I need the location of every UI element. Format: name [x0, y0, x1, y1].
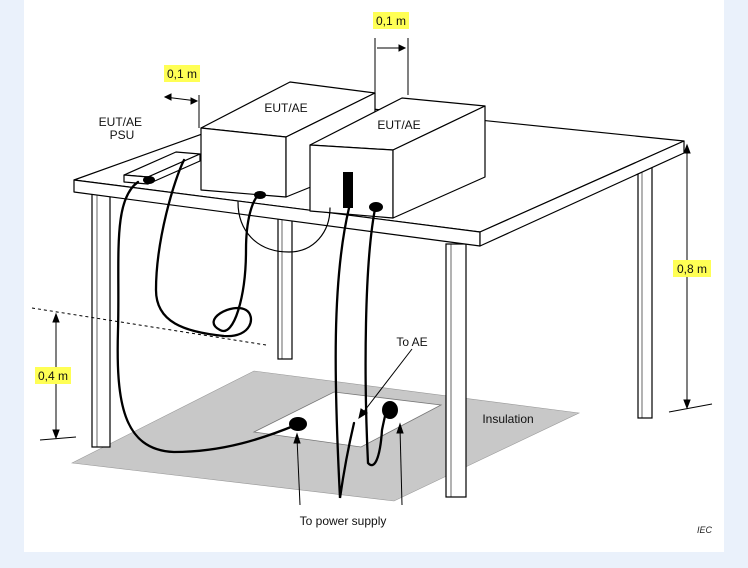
plug-left — [143, 176, 155, 184]
plug-eut-right — [369, 202, 383, 212]
dim-top-right-highlight — [373, 12, 409, 29]
table-leg-back-right — [637, 165, 653, 419]
psu-label: EUT/AE PSU — [99, 115, 146, 142]
test-setup-diagram: 0,1 m 0,1 m 0,8 m 0,4 m EUT/AE PSU — [31, 12, 713, 535]
dim-top-left — [163, 93, 200, 128]
table-leg-front-right — [445, 243, 467, 498]
plug-ae — [382, 401, 398, 419]
dim-top-left-highlight — [164, 65, 200, 82]
insulation-label: Insulation — [482, 412, 533, 426]
iec-mark: IEC — [697, 525, 713, 535]
psu-label-line2: PSU — [110, 128, 135, 142]
figure-panel: 0,1 m 0,1 m 0,8 m 0,4 m EUT/AE PSU — [24, 0, 724, 552]
table-leg-front-left — [91, 189, 111, 448]
pointer-arrows — [293, 348, 413, 506]
cables — [116, 158, 388, 499]
dim-cable-height-highlight — [35, 367, 71, 384]
to-power-supply-label: To power supply — [300, 514, 387, 528]
dim-top-right — [374, 38, 409, 95]
eut-right-label: EUT/AE — [377, 118, 420, 132]
table-leg-back-left — [277, 205, 293, 360]
dim-table-height — [668, 143, 713, 413]
dim-top-left-label: 0,1 m — [167, 67, 197, 81]
dim-table-height-label: 0,8 m — [677, 262, 707, 276]
dim-top-right-label: 0,1 m — [376, 14, 406, 28]
dim-table-height-highlight — [673, 260, 711, 277]
plug-eut-left — [254, 191, 266, 199]
to-ae-label: To AE — [396, 335, 427, 349]
interconnect-cable — [237, 201, 331, 253]
eut-left-label: EUT/AE — [264, 101, 307, 115]
plug-power-supply — [289, 417, 307, 431]
dim-cable-height-label: 0,4 m — [38, 369, 68, 383]
connector-block — [343, 172, 353, 208]
psu-label-line1: EUT/AE — [99, 115, 142, 129]
